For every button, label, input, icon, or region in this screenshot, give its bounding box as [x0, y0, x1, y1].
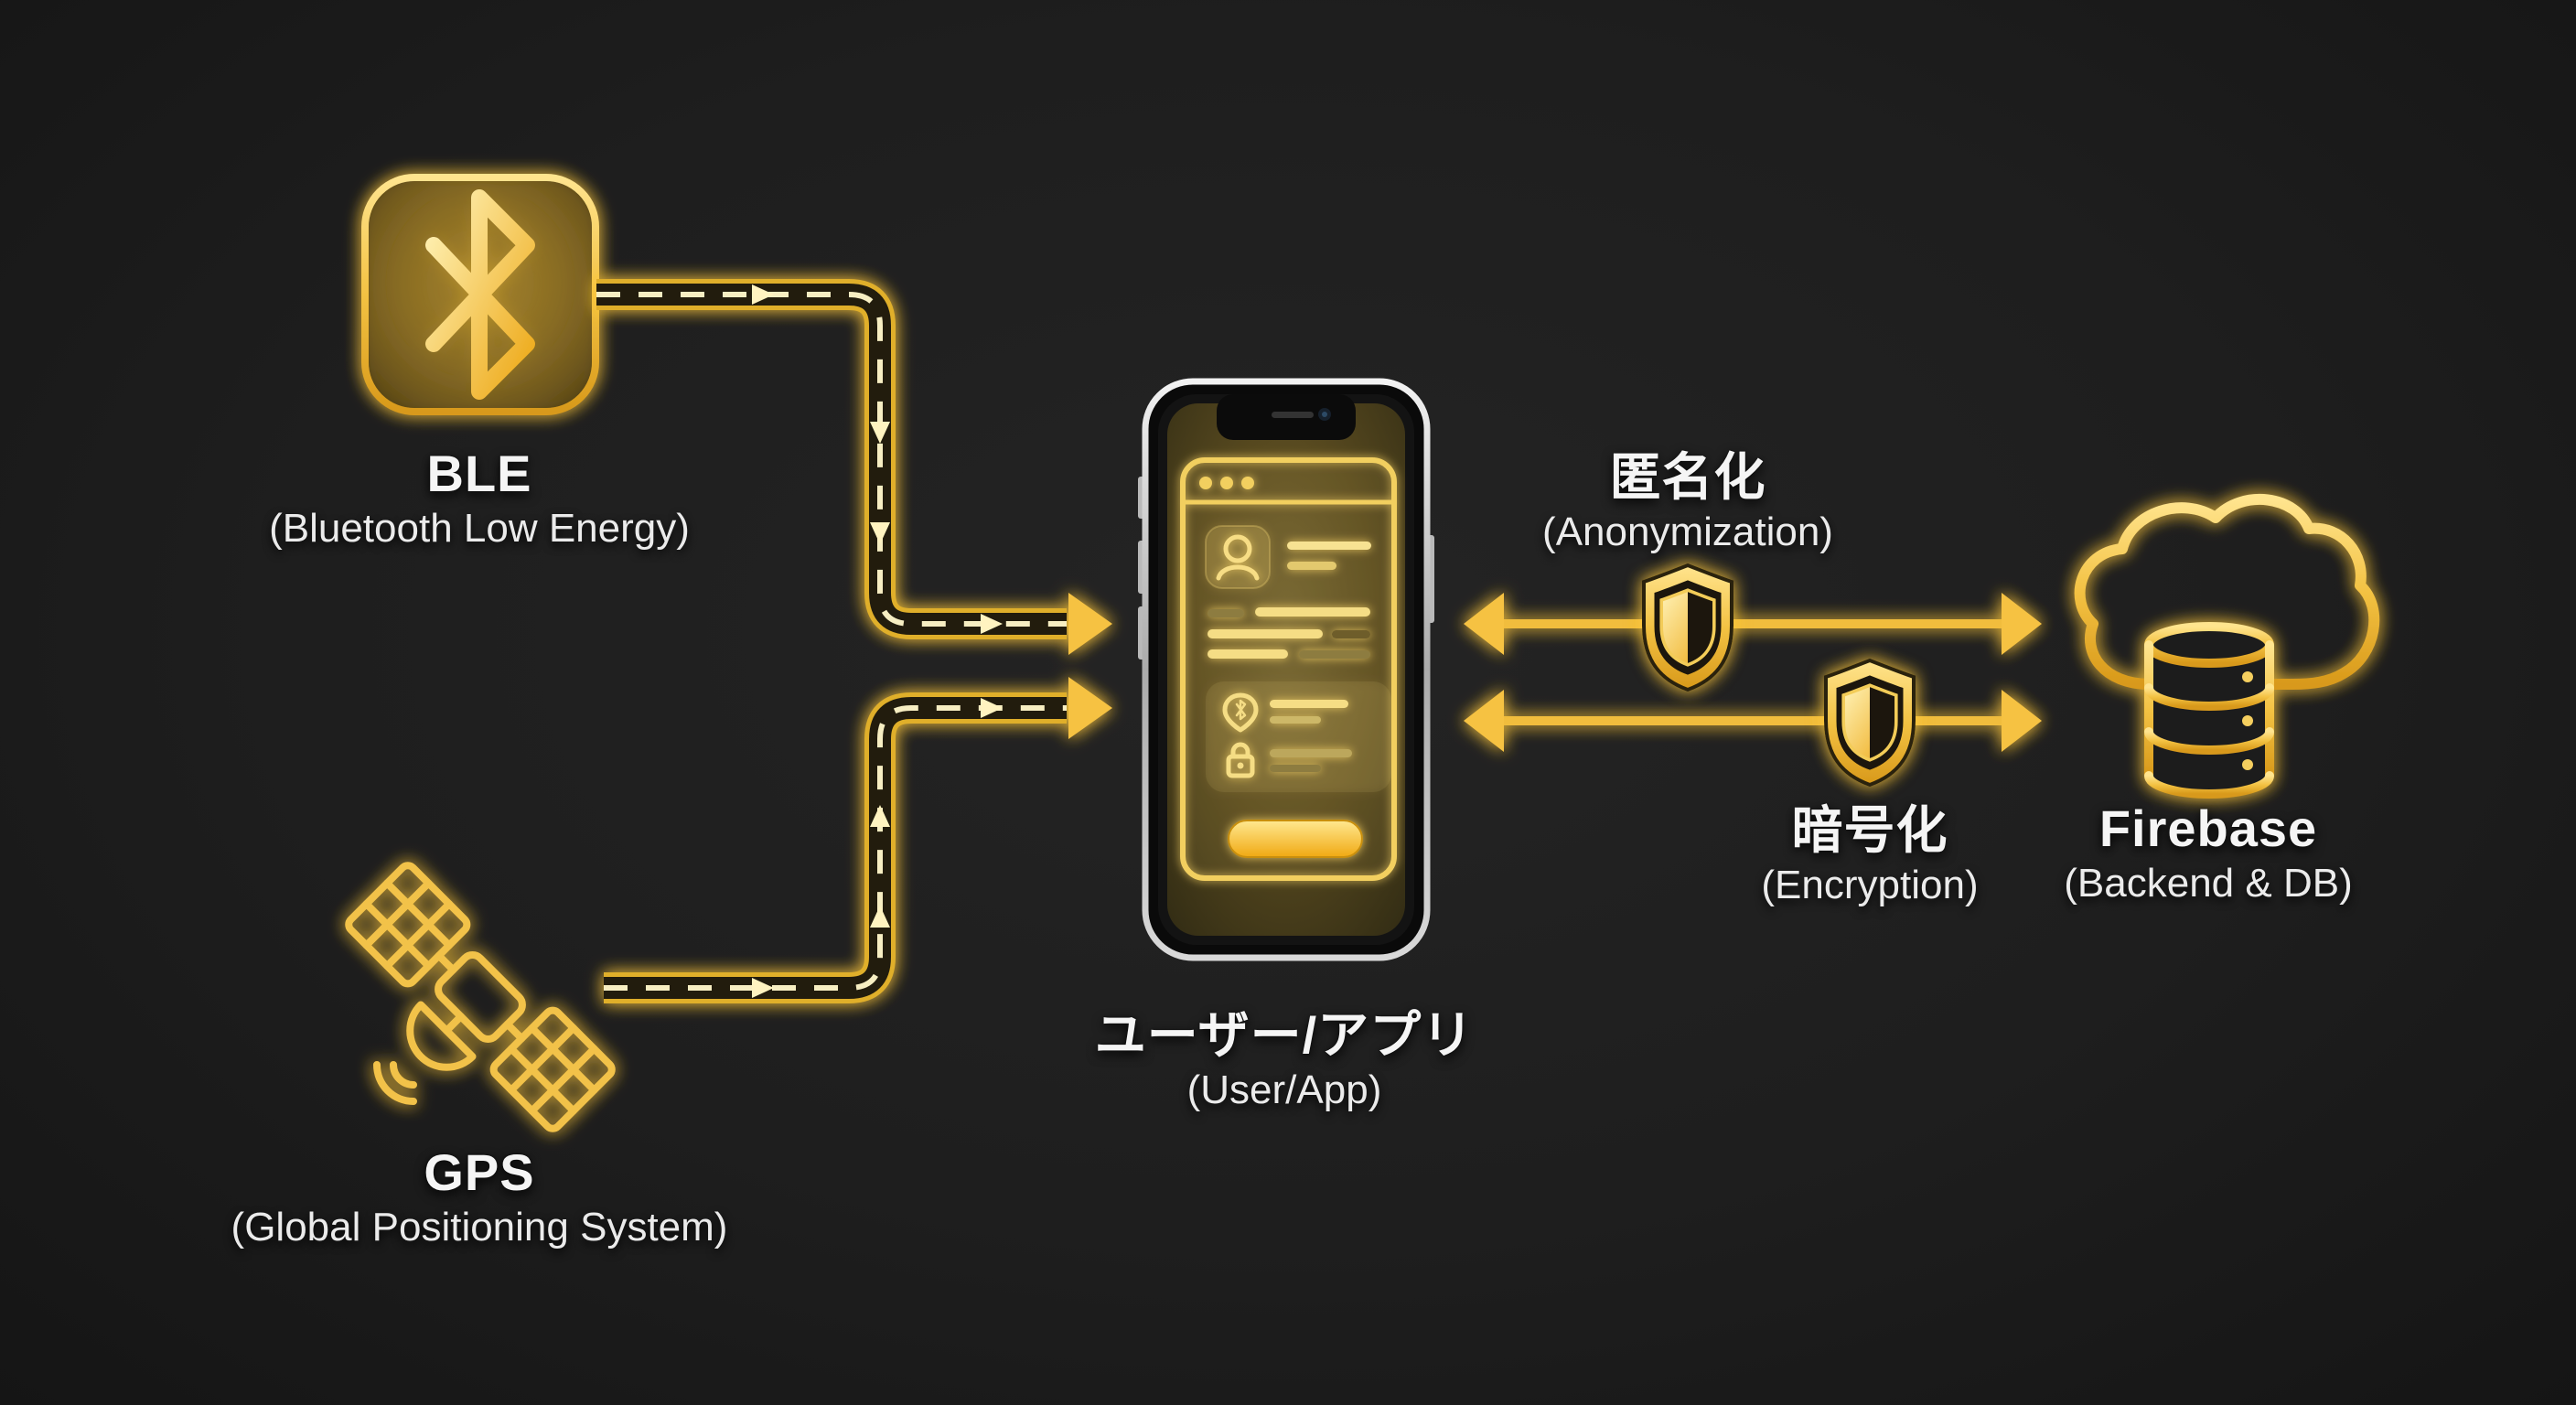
user-app-label: ユーザー/アプリ (User/App): [1095, 1006, 1474, 1115]
flow-pipe-ble-to-app: [596, 279, 1112, 655]
bluetooth-icon: [425, 189, 535, 400]
user-app-subtitle: (User/App): [1186, 1067, 1382, 1113]
gps-subtitle: (Global Positioning System): [231, 1205, 728, 1250]
ble-node-icon: [361, 174, 599, 415]
window-dot-icon: [1241, 477, 1254, 489]
cloud-icon: [2074, 493, 2380, 690]
text-line-placeholder: [1208, 649, 1288, 659]
arrowhead-into-phone-top: [1068, 593, 1112, 655]
text-line-placeholder: [1299, 650, 1370, 659]
anonymization-subtitle: (Anonymization): [1542, 509, 1833, 555]
firebase-title: Firebase: [2098, 799, 2318, 857]
database-icon: [2144, 622, 2274, 799]
satellite-icon: [345, 862, 616, 1132]
user-app-title: ユーザー/アプリ: [1094, 1006, 1475, 1064]
firebase-subtitle: (Backend & DB): [2064, 861, 2353, 906]
gps-label: GPS (Global Positioning System): [231, 1143, 728, 1252]
text-line-placeholder: [1270, 765, 1321, 772]
firebase-label: Firebase (Backend & DB): [2064, 799, 2352, 908]
text-line-placeholder: [1208, 629, 1323, 638]
window-dot-icon: [1199, 477, 1212, 489]
phone-screen-content: [1180, 457, 1397, 881]
ble-title: BLE: [426, 445, 532, 502]
anonymization-label: 匿名化 (Anonymization): [1542, 448, 1833, 557]
text-line-placeholder: [1270, 749, 1352, 757]
flow-pipe-gps-to-app: [604, 677, 1112, 1003]
location-pin-icon: [1222, 692, 1259, 733]
anonymization-title: 匿名化: [1609, 448, 1766, 506]
text-line-placeholder: [1255, 607, 1370, 617]
phone-speaker: [1272, 412, 1314, 418]
arrowhead-left-bottom: [1464, 690, 1504, 752]
anonymization-shield-icon: [1644, 565, 1732, 690]
text-line-placeholder: [1332, 630, 1370, 638]
window-dot-icon: [1220, 477, 1233, 489]
smartphone-mockup: [1138, 378, 1434, 961]
arrowhead-right-top: [2002, 593, 2042, 655]
primary-action-button: [1228, 820, 1363, 858]
encryption-shield-icon: [1826, 660, 1914, 785]
lock-icon: [1226, 742, 1255, 778]
arrowhead-left-top: [1464, 593, 1504, 655]
arrowhead-into-phone-bottom: [1068, 677, 1112, 739]
signal-waves-icon: [373, 1061, 417, 1105]
encryption-subtitle: (Encryption): [1761, 863, 1979, 908]
text-line-placeholder: [1270, 716, 1321, 724]
flow-arrow-encryption: [1464, 690, 2042, 752]
flow-arrow-anonymization: [1464, 593, 2042, 655]
browser-window-outline: [1180, 457, 1397, 881]
text-line-placeholder: [1208, 609, 1244, 617]
arrowhead-right-bottom: [2002, 690, 2042, 752]
encryption-label: 暗号化 (Encryption): [1761, 801, 1978, 910]
gps-title: GPS: [424, 1143, 535, 1201]
text-line-placeholder: [1270, 700, 1348, 708]
ble-label: BLE (Bluetooth Low Energy): [269, 445, 690, 553]
text-line-placeholder: [1287, 562, 1336, 570]
ble-subtitle: (Bluetooth Low Energy): [269, 506, 690, 552]
text-line-placeholder: [1287, 542, 1371, 550]
firebase-node-icon: [2074, 493, 2380, 799]
person-icon: [1216, 534, 1260, 581]
encryption-title: 暗号化: [1791, 801, 1948, 859]
